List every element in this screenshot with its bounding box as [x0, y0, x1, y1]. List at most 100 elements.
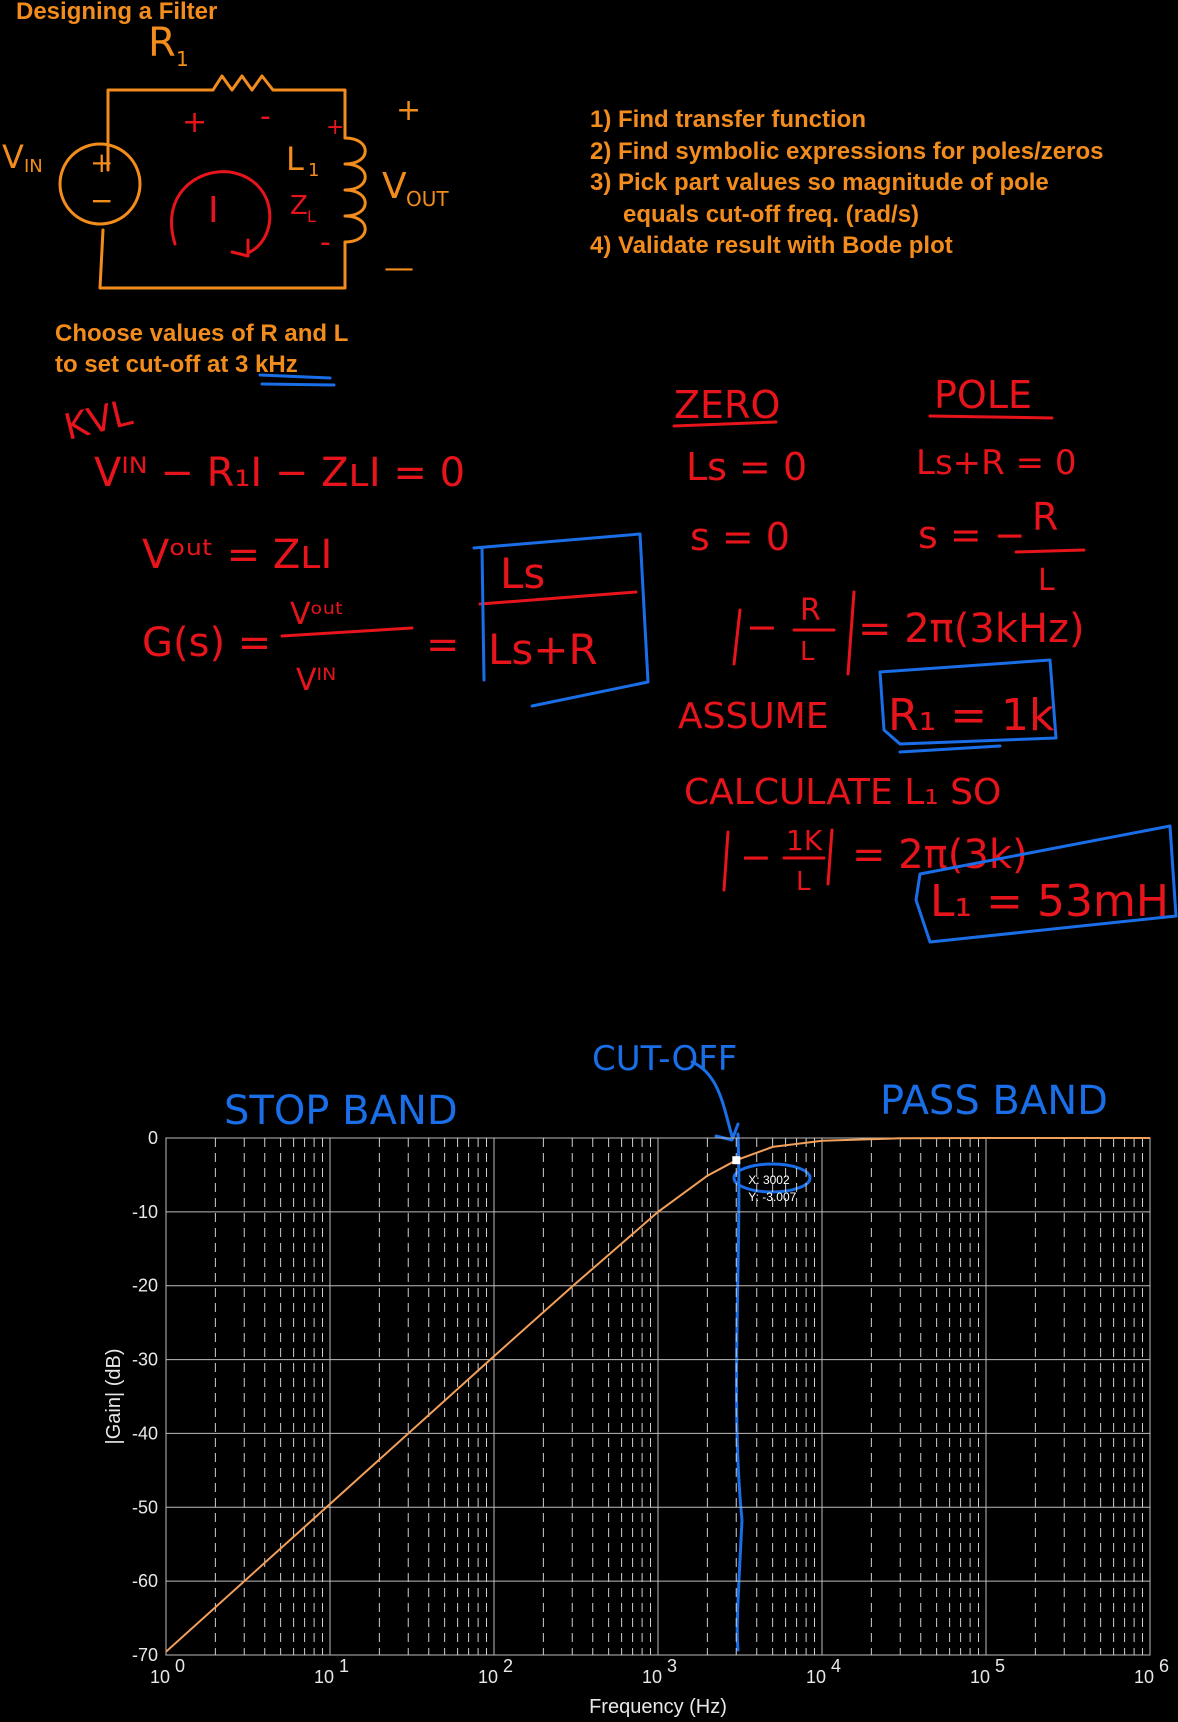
x-tick-label: 10: [970, 1667, 990, 1687]
source-minus-sign: −: [90, 184, 113, 217]
pole-result-den: L: [1038, 563, 1055, 598]
output-label: V: [382, 166, 407, 207]
y-tick-label: -60: [132, 1571, 158, 1591]
calculate-num: 1K: [786, 824, 823, 857]
y-tick-label: -10: [132, 1202, 158, 1222]
wire-top-right: [271, 88, 347, 140]
magnitude-rhs: = 2π(3kHz): [858, 606, 1085, 652]
pole-fraction-bar: [1014, 548, 1086, 554]
emphasis-underline: [258, 373, 336, 387]
y-tick-label: -70: [132, 1645, 158, 1665]
transfer-function-lhs: G(s) =: [142, 620, 271, 666]
x-tick-exponent: 1: [339, 1656, 349, 1676]
y-tick-label: -20: [132, 1276, 158, 1296]
transfer-fraction-bar-right: [478, 590, 638, 606]
transfer-function-denominator: Ls+R: [488, 625, 598, 674]
x-tick-exponent: 4: [831, 1656, 841, 1676]
assume-box-tail: [898, 744, 1002, 754]
cutoff-arrow: [690, 1060, 734, 1138]
zero-heading: ZERO: [674, 383, 780, 427]
transfer-function-den: Vᴵᴺ: [296, 663, 336, 698]
design-goal-prefix: to set cut-off at: [55, 351, 235, 378]
plot-grid: [165, 1137, 1151, 1656]
pole-result-num: R: [1032, 495, 1058, 539]
x-tick-exponent: 3: [667, 1656, 677, 1676]
impedance-subscript: L: [307, 207, 316, 226]
x-tick-label: 10: [1134, 1667, 1154, 1687]
wire-bottom: [98, 228, 347, 290]
gain-curve: [165, 1137, 1150, 1653]
output-subscript: OUT: [406, 187, 449, 211]
pass-band-label: PASS BAND: [880, 1078, 1108, 1124]
magnitude-num: R: [800, 593, 821, 628]
y-tick-label: -50: [132, 1497, 158, 1517]
x-tick-label: 10: [642, 1667, 662, 1687]
inductor-symbol: [343, 136, 367, 244]
x-tick-exponent: 6: [1159, 1656, 1169, 1676]
step-1: 1) Find transfer function: [590, 106, 866, 133]
cutoff-label: CUT-OFF: [592, 1039, 737, 1079]
cutoff-arrowhead: [714, 1122, 740, 1142]
data-cursor-x: X: 3002: [748, 1173, 790, 1187]
x-tick-label: 10: [478, 1667, 498, 1687]
step-2: 2) Find symbolic expressions for poles/z…: [590, 137, 1104, 165]
cutoff-vertical-line: [735, 1132, 744, 1652]
resistor-minus-sign: -: [260, 99, 271, 134]
kvl-equation: Vᴵᴺ − R₁I − ZʟI = 0: [94, 450, 465, 496]
pole-heading: POLE: [934, 373, 1032, 417]
zero-underline: [672, 420, 778, 428]
output-minus-sign: —: [384, 251, 414, 286]
x-tick-exponent: 2: [503, 1656, 513, 1676]
resistor-label: R: [148, 20, 176, 66]
data-cursor-marker[interactable]: [732, 1156, 741, 1165]
output-plus-sign: +: [396, 93, 421, 128]
design-goal-emphasis: 3 kHz: [235, 351, 298, 378]
stop-band-label: STOP BAND: [224, 1088, 458, 1134]
resistor-plus-sign: +: [182, 105, 207, 140]
voltage-source-symbol: [58, 142, 142, 226]
y-tick-label: -30: [132, 1350, 158, 1370]
steps-list: 1) Find transfer function 2) Find symbol…: [590, 104, 1103, 262]
calculate-label: CALCULATE L₁ SO: [684, 772, 1001, 813]
magnitude-bar-right: [846, 590, 856, 676]
resistor-symbol: [211, 74, 275, 92]
pole-underline: [928, 414, 1054, 420]
resistor-subscript: 1: [176, 47, 189, 71]
calculate-den: L: [796, 867, 811, 897]
calculate-bar-right: [826, 828, 834, 886]
assume-label: ASSUME: [678, 696, 829, 737]
transfer-fraction-bar-left: [280, 626, 414, 638]
x-tick-label: 10: [150, 1667, 170, 1687]
x-axis-label: Frequency (Hz): [589, 1696, 727, 1718]
source-plus-sign: +: [90, 146, 113, 179]
design-goal-line-1: Choose values of R and L: [55, 320, 349, 347]
vout-equation: Vᵒᵘᵗ = ZʟI: [142, 532, 332, 578]
current-loop-arrow: [170, 170, 272, 258]
result-box: [914, 824, 1178, 944]
inductor-plus-sign: +: [326, 115, 344, 140]
y-tick-label: -40: [132, 1423, 158, 1443]
inductor-subscript: 1: [308, 160, 319, 181]
x-tick-exponent: 0: [175, 1656, 185, 1676]
transfer-function-num: Vᵒᵘᵗ: [290, 597, 344, 632]
magnitude-bar-left: [732, 608, 742, 666]
design-goal-line-2: to set cut-off at 3 kHz: [55, 349, 348, 380]
assume-value: R₁ = 1k: [888, 690, 1055, 741]
inductor-result: L₁ = 53mH: [930, 876, 1169, 927]
y-tick-label: 0: [148, 1128, 158, 1148]
transfer-function-numerator: Ls: [500, 549, 545, 598]
inductor-minus-sign: -: [320, 225, 331, 260]
page-title: Designing a Filter: [16, 0, 218, 25]
inductor-label: L: [286, 140, 304, 178]
x-tick-exponent: 5: [995, 1656, 1005, 1676]
source-label: V: [2, 138, 24, 176]
magnitude-lhs: −: [746, 605, 778, 649]
x-tick-label: 10: [806, 1667, 826, 1687]
assume-box: [878, 658, 1058, 746]
zero-result: s = 0: [690, 515, 790, 559]
step-3: 3) Pick part values so magnitude of pole: [590, 169, 1049, 196]
step-4: 4) Validate result with Bode plot: [590, 232, 953, 259]
circuit-diagram: [58, 74, 367, 290]
calculate-lhs: −: [740, 835, 772, 879]
plot-ticks: 0-10-20-30-40-50-60-70100101102103104105…: [132, 1128, 1169, 1687]
